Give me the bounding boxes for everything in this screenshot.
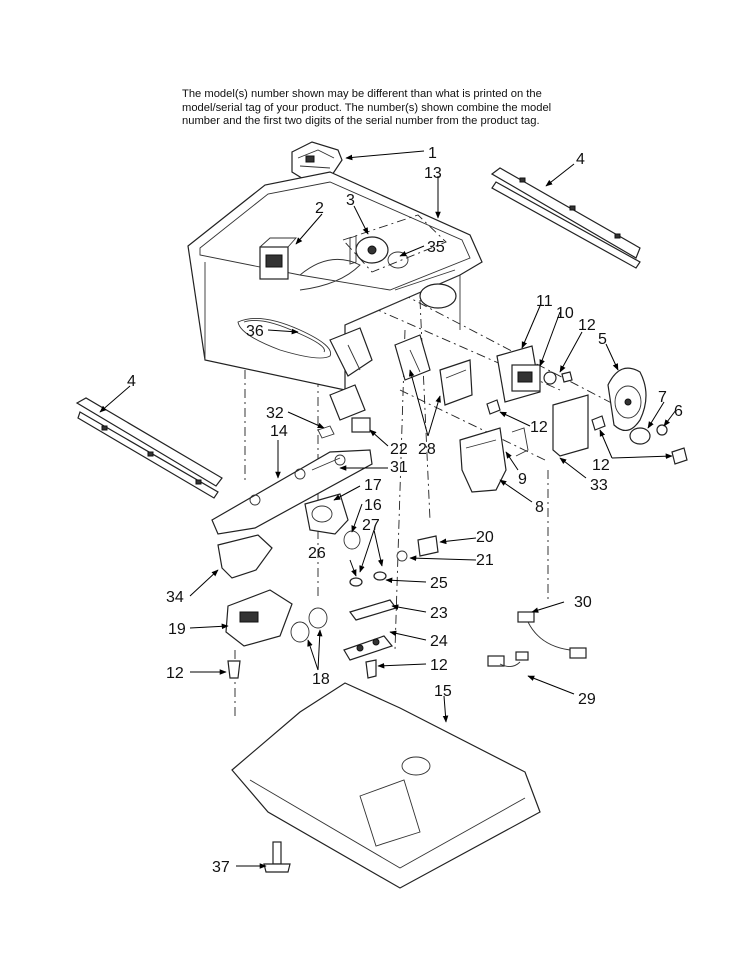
part-2-motor xyxy=(259,237,298,280)
part-21-oring xyxy=(396,550,408,562)
callout-10: 10 xyxy=(556,305,574,322)
part-33-bracket xyxy=(552,394,589,457)
callout-29: 29 xyxy=(578,691,596,708)
part-16-clamp xyxy=(343,530,361,550)
callout-11: 11 xyxy=(536,293,553,310)
callout-33: 33 xyxy=(590,477,608,494)
part-30-wire-harness xyxy=(517,611,587,659)
callout-35: 35 xyxy=(427,239,445,256)
part-31-gasket xyxy=(311,457,341,471)
part-3-wash-assembly xyxy=(342,214,447,273)
callout-22: 22 xyxy=(390,441,408,458)
callout-1: 1 xyxy=(428,145,437,162)
callout-32: 32 xyxy=(266,405,284,422)
callout-9: 9 xyxy=(518,471,527,488)
part-23-plate xyxy=(349,599,397,621)
callout-20: 20 xyxy=(476,529,494,546)
part-5-fan-shroud xyxy=(607,367,647,431)
callout-8: 8 xyxy=(535,499,544,516)
part-1-hinge-bracket xyxy=(291,141,343,181)
callout-24: 24 xyxy=(430,633,448,650)
callout-21: 21 xyxy=(476,552,494,569)
part-9-clip xyxy=(511,427,529,457)
part-15-base xyxy=(231,682,541,889)
callout-36: 36 xyxy=(246,323,264,340)
callout-15: 15 xyxy=(434,683,452,700)
disclaimer-line-3: number and the first two digits of the s… xyxy=(182,115,540,128)
part-12-screws xyxy=(227,371,688,679)
part-10-fan-motor xyxy=(511,364,557,392)
part-37-leveling-leg xyxy=(263,841,291,873)
part-25-26-washers xyxy=(349,571,387,587)
callout-6: 6 xyxy=(674,403,683,420)
callout-23: 23 xyxy=(430,605,448,622)
callout-4-right: 4 xyxy=(576,151,585,168)
part-28-bracket xyxy=(439,359,473,406)
callout-30: 30 xyxy=(574,594,592,611)
part-6-nut xyxy=(656,424,668,436)
callout-18: 18 xyxy=(312,671,330,688)
tub-base-structure xyxy=(329,283,457,421)
part-17-pump xyxy=(304,493,349,535)
part-7-hub xyxy=(629,427,651,445)
callout-12-right: 12 xyxy=(592,457,610,474)
part-22-fitting xyxy=(351,417,371,433)
callout-26: 26 xyxy=(308,545,326,562)
callout-19: 19 xyxy=(168,621,186,638)
callout-5: 5 xyxy=(598,331,607,348)
model-number-disclaimer: The model(s) number shown may be differe… xyxy=(182,88,602,129)
callout-31: 31 xyxy=(390,459,408,476)
callout-14: 14 xyxy=(270,423,288,440)
part-32-clip xyxy=(317,425,335,439)
callout-28: 28 xyxy=(418,441,436,458)
callout-12-mid: 12 xyxy=(530,419,548,436)
part-8-housing xyxy=(459,427,507,493)
part-4-right-rail xyxy=(490,167,641,269)
part-19-valve xyxy=(225,589,293,647)
callout-7: 7 xyxy=(658,389,667,406)
callout-12-left: 12 xyxy=(166,665,184,682)
part-4-left-rail xyxy=(75,397,223,499)
callout-17: 17 xyxy=(364,477,382,494)
part-14-manifold xyxy=(211,449,373,535)
disclaimer-line-2: model/serial tag of your product. The nu… xyxy=(182,101,552,114)
callout-labels: 1 13 2 3 35 4 36 4 11 10 12 5 7 6 12 12 … xyxy=(127,145,683,876)
callout-2: 2 xyxy=(315,200,324,217)
part-29-wire-harness xyxy=(487,651,529,667)
callout-25: 25 xyxy=(430,575,448,592)
callout-27: 27 xyxy=(362,517,380,534)
callout-3: 3 xyxy=(346,192,355,209)
part-24-terminal-block xyxy=(343,635,394,661)
callout-4-left: 4 xyxy=(127,373,136,390)
callout-16: 16 xyxy=(364,497,382,514)
part-34-bracket xyxy=(217,534,273,579)
leader-lines xyxy=(99,150,677,869)
callout-34: 34 xyxy=(166,589,184,606)
callout-37: 37 xyxy=(212,859,230,876)
callout-12-lower: 12 xyxy=(430,657,448,674)
part-13-tub xyxy=(187,171,483,391)
part-20-fitting xyxy=(417,535,439,557)
part-18-hose-clamps xyxy=(290,607,328,643)
disclaimer-line-1: The model(s) number shown may be differe… xyxy=(182,88,542,100)
callout-13: 13 xyxy=(424,165,442,182)
callout-12-top: 12 xyxy=(578,317,596,334)
